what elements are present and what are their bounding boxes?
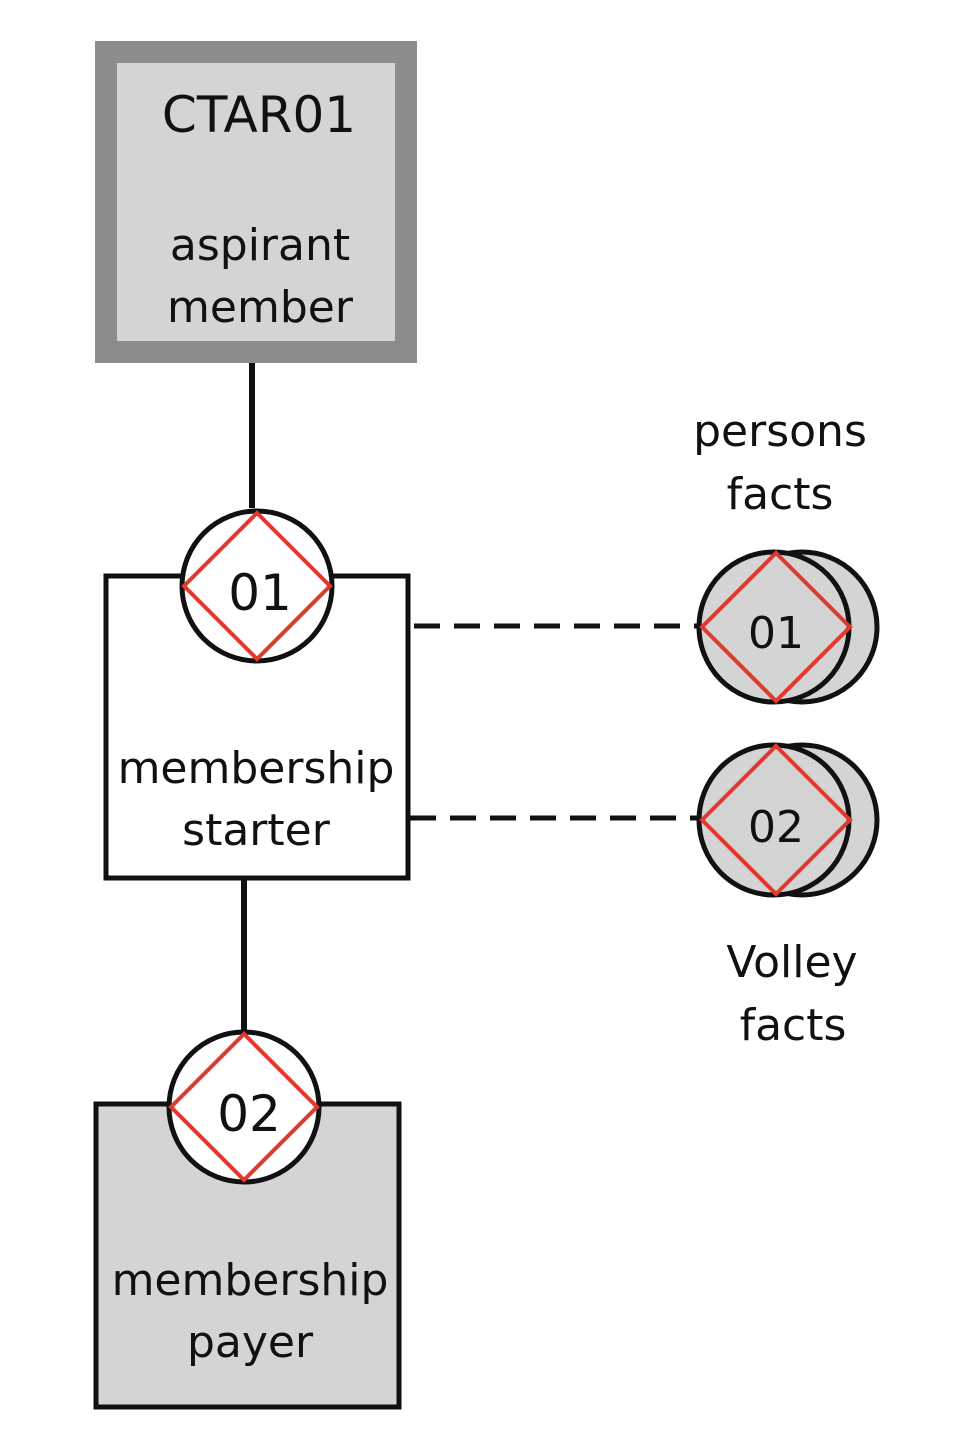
actor-box: CTAR01 aspirant member	[95, 41, 417, 363]
fact-volley-label-line1: Volley	[726, 937, 857, 988]
fact-persons-label-line2: facts	[727, 469, 834, 520]
role-starter-line2: starter	[182, 805, 331, 856]
actor-name-line2: member	[167, 282, 354, 333]
role-starter-badge-number: 01	[228, 564, 292, 622]
role-starter-line1: membership	[118, 743, 395, 794]
actor-code: CTAR01	[162, 86, 356, 144]
fact-persons-badge-number: 01	[748, 608, 804, 659]
fact-bank-persons: 01	[696, 549, 880, 705]
role-payer-box: membership payer	[93, 1101, 402, 1410]
fact-volley-badge-number: 02	[748, 802, 804, 853]
role-payer-badge: 02	[166, 1029, 322, 1185]
role-starter-badge: 01	[179, 508, 335, 664]
fact-bank-volley: 02	[696, 742, 880, 898]
fact-persons-label-line1: persons	[693, 406, 867, 457]
role-payer-line2: payer	[187, 1317, 314, 1368]
actor-name-line1: aspirant	[170, 220, 350, 271]
fact-volley-label-line2: facts	[740, 1000, 847, 1051]
role-payer-line1: membership	[112, 1255, 389, 1306]
role-payer-badge-number: 02	[217, 1085, 281, 1143]
